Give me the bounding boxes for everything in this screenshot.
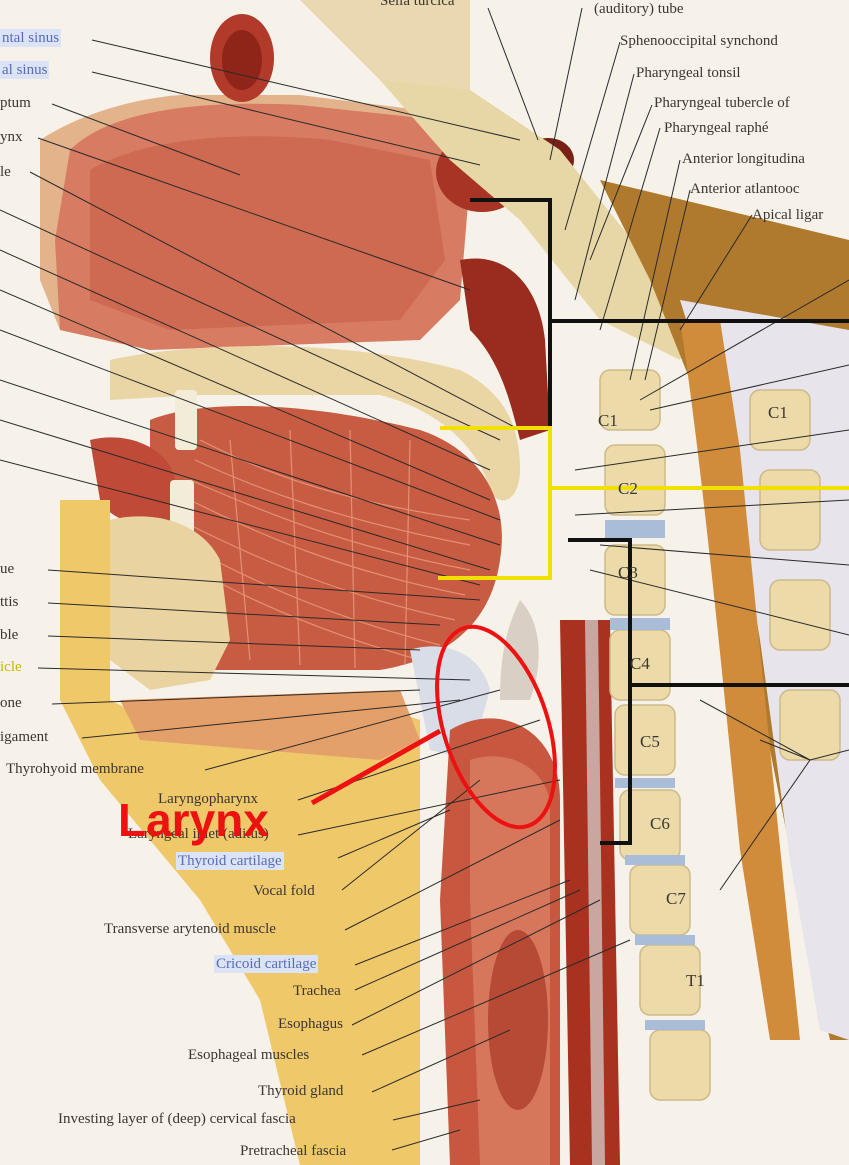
vertebra-label: C2 <box>618 480 638 498</box>
label-pharyngeal-tonsil: Pharyngeal tonsil <box>636 64 741 82</box>
label-vocal-fold: Vocal fold <box>253 882 315 900</box>
label-partial-left-5: le <box>0 163 11 181</box>
label-auditory-tube: (auditory) tube <box>594 0 684 18</box>
vertebra-label: C3 <box>618 564 638 582</box>
label-sphenoidal-sinus: al sinus <box>0 61 49 79</box>
label-nasopharynx: ynx <box>0 128 23 146</box>
vertebra-label: T1 <box>686 972 705 990</box>
label-cricoid-cartilage: Cricoid cartilage <box>214 955 318 973</box>
label-pharyngeal-tubercle: Pharyngeal tubercle of <box>654 94 790 112</box>
label-anterior-longitudinal: Anterior longitudina <box>682 150 805 168</box>
label-ligament: igament <box>0 728 48 746</box>
label-mandible: ble <box>0 626 18 644</box>
label-thyrohyoid-membrane: Thyrohyoid membrane <box>6 760 144 778</box>
vertebra-label: C1 <box>768 404 788 422</box>
label-trachea: Trachea <box>293 982 341 1000</box>
label-investing-layer: Investing layer of (deep) cervical fasci… <box>58 1110 296 1128</box>
label-frontal-sinus: ntal sinus <box>0 29 61 47</box>
label-epiglottis: ttis <box>0 593 18 611</box>
label-hyoid-bone: one <box>0 694 22 712</box>
vertebra-label: C5 <box>640 733 660 751</box>
label-nasal-septum: ptum <box>0 94 31 112</box>
label-thyroid-cartilage: Thyroid cartilage <box>176 852 284 870</box>
vertebra-label: C1 <box>598 412 618 430</box>
label-thyroid-gland: Thyroid gland <box>258 1082 343 1100</box>
label-transverse-arytenoid-muscle: Transverse arytenoid muscle <box>104 920 276 938</box>
vertebra-label: C4 <box>630 655 650 673</box>
label-pretracheal-fascia: Pretracheal fascia <box>240 1142 346 1160</box>
label-esophageal-muscles: Esophageal muscles <box>188 1046 309 1064</box>
label-pharyngeal-raphe: Pharyngeal raphé <box>664 119 769 137</box>
vertebra-label: C6 <box>650 815 670 833</box>
vertebra-label: C7 <box>666 890 686 908</box>
label-tongue: ue <box>0 560 14 578</box>
label-apical-ligament: Apical ligar <box>752 206 823 224</box>
label-sphenooccipital-synchondrosis: Sphenooccipital synchond <box>620 32 778 50</box>
larynx-callout: Larynx <box>118 795 269 845</box>
label-esophagus: Esophagus <box>278 1015 343 1033</box>
label-sella-turcica: Sella turcica <box>380 0 455 10</box>
label-vallecula: icle <box>0 658 22 676</box>
label-anterior-atlantooccipital: Anterior atlantooc <box>690 180 800 198</box>
